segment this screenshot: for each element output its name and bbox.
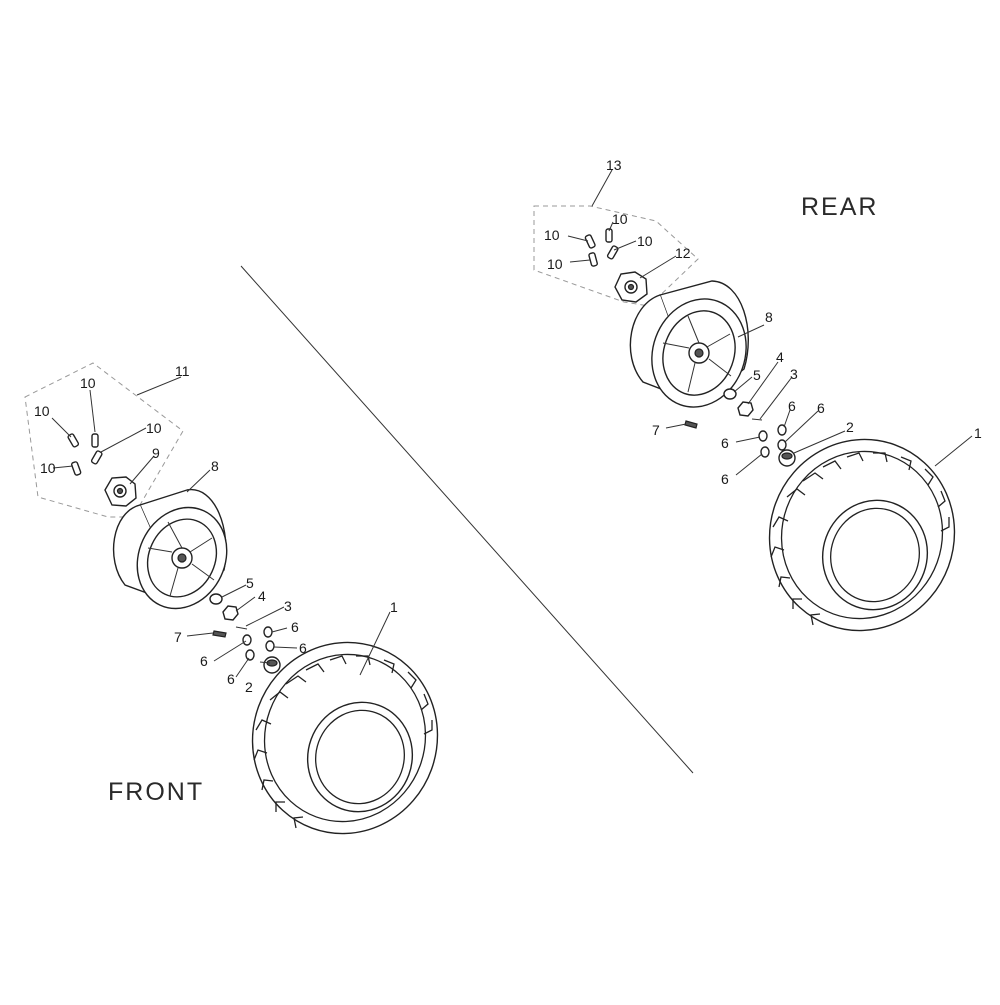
- front-callout-6b: 6: [299, 640, 307, 656]
- front-center-cap: [263, 656, 281, 674]
- rear-section-label: REAR: [801, 193, 879, 221]
- front-callout-7: 7: [174, 629, 182, 645]
- rear-leaders: [567, 169, 973, 476]
- front-callout-6c: 6: [200, 653, 208, 669]
- front-assembly: 1 2 3 4 5 6 6 6 6 7 8 9 10 10 10 10 11: [24, 362, 439, 835]
- rear-valve-stem: [684, 420, 698, 429]
- front-callout-2: 2: [245, 679, 253, 695]
- rear-lug-nuts: [758, 424, 787, 458]
- rear-callout-1: 1: [974, 425, 982, 441]
- rear-cotter-pin: [751, 418, 763, 421]
- front-valve-stem: [212, 630, 227, 638]
- section-divider: [240, 265, 694, 774]
- front-hardware: [209, 593, 281, 674]
- rear-castle-nut: [737, 401, 754, 417]
- rear-callout-10a: 10: [544, 227, 560, 243]
- rear-hub-kit-boundary: [533, 205, 699, 307]
- front-callout-10d: 10: [40, 460, 56, 476]
- front-leaders: [51, 376, 391, 678]
- rear-callout-10b: 10: [612, 211, 628, 227]
- rear-callout-13: 13: [606, 157, 622, 173]
- front-washer: [209, 593, 223, 605]
- front-callout-10a: 10: [34, 403, 50, 419]
- rear-callout-10c: 10: [637, 233, 653, 249]
- front-rim: [112, 489, 228, 610]
- rear-callout-5: 5: [753, 367, 761, 383]
- rear-washer: [723, 388, 737, 400]
- rear-callout-6b: 6: [817, 400, 825, 416]
- front-tire: [251, 641, 439, 835]
- front-lug-nuts: [242, 626, 275, 661]
- front-castle-nut: [222, 605, 239, 621]
- front-callout-11: 11: [175, 363, 190, 379]
- front-callout-10b: 10: [80, 375, 96, 391]
- rear-callout-6c: 6: [721, 435, 729, 451]
- rear-hub-flange: [614, 271, 648, 303]
- rear-callout-3: 3: [790, 366, 798, 382]
- rear-callout-6d: 6: [721, 471, 729, 487]
- rear-callout-6a: 6: [788, 398, 796, 414]
- front-callout-1: 1: [390, 599, 398, 615]
- rear-callout-2: 2: [846, 419, 854, 435]
- rear-center-cap: [778, 449, 796, 467]
- rear-wheel-studs: [584, 228, 619, 267]
- front-callout-8: 8: [211, 458, 219, 474]
- front-wheel-studs: [67, 433, 103, 476]
- rear-callout-7: 7: [652, 422, 660, 438]
- rear-assembly: 1 2 3 4 5 6 6 6 6 7 8 10 10 10 10 12 13: [533, 157, 982, 632]
- front-callout-10c: 10: [146, 420, 162, 436]
- front-callout-4: 4: [258, 588, 266, 604]
- rear-callout-8: 8: [765, 309, 773, 325]
- rear-callout-12: 12: [675, 245, 691, 261]
- front-callout-5: 5: [246, 575, 254, 591]
- rear-callout-4: 4: [776, 349, 784, 365]
- rear-rim: [629, 280, 749, 408]
- front-hub-flange: [104, 476, 137, 507]
- rear-callout-10d: 10: [547, 256, 563, 272]
- front-section-label: FRONT: [108, 778, 205, 806]
- front-callout-6a: 6: [291, 619, 299, 635]
- rear-tire: [768, 438, 956, 632]
- front-callout-6d: 6: [227, 671, 235, 687]
- front-callout-3: 3: [284, 598, 292, 614]
- front-callout-9: 9: [152, 445, 160, 461]
- rear-hardware: [684, 388, 796, 467]
- front-cotter-pin: [235, 626, 248, 630]
